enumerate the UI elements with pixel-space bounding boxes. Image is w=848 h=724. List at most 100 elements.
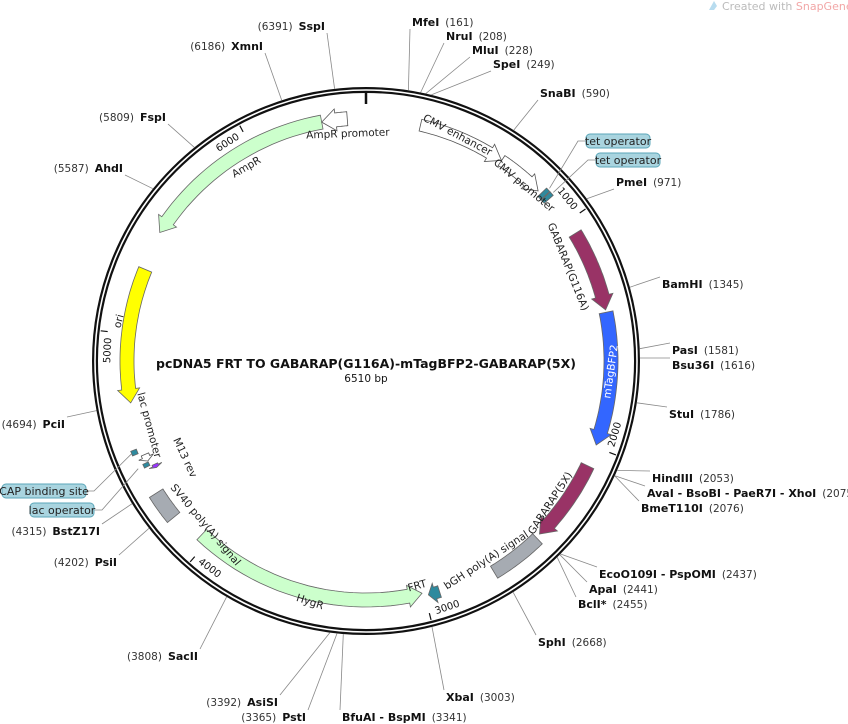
site-name: HindIII bbox=[652, 472, 693, 485]
feature-ori[interactable] bbox=[116, 266, 153, 404]
site-label: Bsu36I(1616) bbox=[672, 359, 755, 372]
restriction-site[interactable]: SpeI(249) bbox=[431, 58, 555, 96]
restriction-site[interactable]: (3808)SacII bbox=[127, 596, 227, 663]
restriction-site[interactable]: StuI(1786) bbox=[636, 402, 735, 421]
restriction-site[interactable]: (4694)PciI bbox=[2, 410, 97, 431]
restriction-site[interactable]: EcoO109I - PspOMI(2437) bbox=[560, 553, 757, 581]
feature-label: CMV promoter bbox=[491, 157, 557, 215]
restriction-site[interactable]: (5587)AhdI bbox=[54, 162, 154, 190]
label-box bbox=[29, 502, 95, 518]
site-leader-line bbox=[559, 554, 588, 583]
site-leader-line bbox=[307, 633, 338, 711]
site-leader-line bbox=[629, 276, 661, 288]
feature-tet-operator[interactable] bbox=[537, 187, 551, 200]
boxed-feature-label[interactable]: tet operator bbox=[553, 152, 662, 193]
site-leader-line bbox=[560, 553, 598, 568]
site-position: (161) bbox=[445, 17, 473, 29]
restriction-site[interactable]: (3392)AsiSI bbox=[206, 632, 331, 709]
restriction-site[interactable]: HindIII(2053) bbox=[617, 470, 734, 485]
restriction-site[interactable]: (4202)PsiI bbox=[54, 528, 150, 569]
site-position: (2437) bbox=[722, 569, 757, 581]
site-leader-line bbox=[264, 52, 283, 101]
site-leader-line bbox=[118, 528, 150, 556]
feature-ampr[interactable] bbox=[158, 114, 324, 234]
feature-hygr[interactable] bbox=[196, 528, 423, 608]
restriction-site[interactable]: (4315)BstZ17I bbox=[12, 503, 133, 538]
restriction-site[interactable]: MfeI (161) bbox=[408, 16, 474, 91]
restriction-site[interactable]: (5809) FspI bbox=[99, 111, 195, 148]
site-position: (971) bbox=[653, 177, 681, 189]
feature-gabarap-g116a[interactable] bbox=[568, 229, 614, 311]
site-label: BamHI(1345) bbox=[662, 278, 744, 291]
site-leader-line bbox=[586, 188, 615, 200]
site-position: (4315) bbox=[12, 526, 47, 538]
restriction-site[interactable]: NruI(208) bbox=[420, 30, 507, 93]
restriction-site[interactable]: MluI (228) bbox=[425, 44, 533, 94]
site-name: FspI bbox=[140, 111, 166, 124]
restriction-site[interactable]: XbaI(3003) bbox=[431, 626, 515, 704]
feature-cmv-promoter[interactable] bbox=[497, 155, 539, 192]
site-position: (1616) bbox=[720, 360, 755, 372]
restriction-site[interactable]: (6391)SspI bbox=[258, 20, 335, 89]
site-label: (4202)PsiI bbox=[54, 556, 117, 569]
restriction-site[interactable]: SnaBI(590) bbox=[513, 87, 610, 131]
feature-sv40-poly-a-signal[interactable] bbox=[148, 488, 181, 524]
feature-ampr-promoter[interactable] bbox=[321, 108, 349, 132]
site-label: (5587)AhdI bbox=[54, 162, 123, 175]
site-leader-line bbox=[617, 470, 651, 472]
restriction-site[interactable]: Bsu36I(1616) bbox=[640, 357, 755, 372]
restriction-site[interactable]: SphI(2668) bbox=[512, 592, 607, 649]
feature-tet-operator[interactable] bbox=[540, 191, 554, 204]
boxed-feature-label[interactable]: lac operator bbox=[29, 468, 139, 518]
site-leader-line bbox=[167, 123, 195, 148]
site-position: (5809) bbox=[99, 112, 134, 124]
site-name: SacII bbox=[168, 650, 198, 663]
restriction-site[interactable]: BclI*(2455) bbox=[556, 557, 647, 611]
site-name: MfeI bbox=[412, 16, 439, 29]
tick-mark bbox=[609, 451, 617, 456]
site-label: (3365)PstI bbox=[241, 711, 306, 724]
site-label: MfeI (161) bbox=[412, 16, 474, 29]
tick-mark bbox=[100, 330, 108, 333]
site-label: PmeI(971) bbox=[616, 176, 681, 189]
feature-label: FRT bbox=[406, 578, 428, 595]
site-leader-line bbox=[636, 402, 668, 408]
feature-lac-promoter[interactable] bbox=[138, 452, 154, 462]
boxed-feature-label[interactable]: tet operator bbox=[549, 133, 652, 189]
restriction-site[interactable]: PmeI(971) bbox=[586, 176, 682, 200]
tick-mark bbox=[239, 125, 244, 133]
feature-label: ori bbox=[112, 313, 127, 329]
feature-mtagbfp2[interactable] bbox=[589, 310, 619, 446]
restriction-site[interactable]: BmeT110I(2076) bbox=[614, 475, 744, 515]
site-name: MluI bbox=[472, 44, 499, 57]
feature-m13-rev[interactable] bbox=[149, 462, 163, 469]
restriction-site[interactable]: BfuAI - BspMI(3341) bbox=[339, 634, 467, 724]
site-label: HindIII(2053) bbox=[652, 472, 734, 485]
restriction-site[interactable]: (6186)XmnI bbox=[190, 40, 283, 101]
feature-gabarap-5x[interactable] bbox=[539, 462, 595, 535]
site-name: PstI bbox=[282, 711, 306, 724]
feature-bgh-poly-a-signal[interactable] bbox=[489, 533, 543, 579]
site-label: (3808)SacII bbox=[127, 650, 198, 663]
feature-cap-binding-site[interactable] bbox=[130, 448, 139, 457]
site-label: (6391)SspI bbox=[258, 20, 325, 33]
label-box bbox=[595, 152, 661, 168]
feature-cmv-enhancer[interactable] bbox=[418, 118, 502, 162]
site-label: StuI(1786) bbox=[669, 408, 735, 421]
site-name: PsiI bbox=[95, 556, 117, 569]
restriction-site[interactable]: ApaI(2441) bbox=[559, 554, 658, 596]
restriction-site[interactable]: PasI(1581) bbox=[639, 342, 739, 357]
site-position: (228) bbox=[505, 45, 533, 57]
site-label: AvaI - BsoBI - PaeR7I - XhoI(2075) bbox=[647, 487, 848, 500]
restriction-site[interactable]: AvaI - BsoBI - PaeR7I - XhoI(2075) bbox=[614, 475, 848, 500]
restriction-site[interactable]: BamHI(1345) bbox=[629, 276, 744, 291]
snapgene-watermark: Created with SnapGene® bbox=[709, 0, 848, 13]
site-leader-line bbox=[431, 626, 445, 691]
restriction-site[interactable]: (3365)PstI bbox=[241, 633, 338, 724]
feature-lac-operator[interactable] bbox=[142, 461, 151, 469]
site-name: AvaI - BsoBI - PaeR7I - XhoI bbox=[647, 487, 816, 500]
feature-frt[interactable] bbox=[427, 581, 442, 604]
site-name: BmeT110I bbox=[641, 502, 703, 515]
boxed-feature-label[interactable]: CAP binding site bbox=[0, 453, 132, 499]
